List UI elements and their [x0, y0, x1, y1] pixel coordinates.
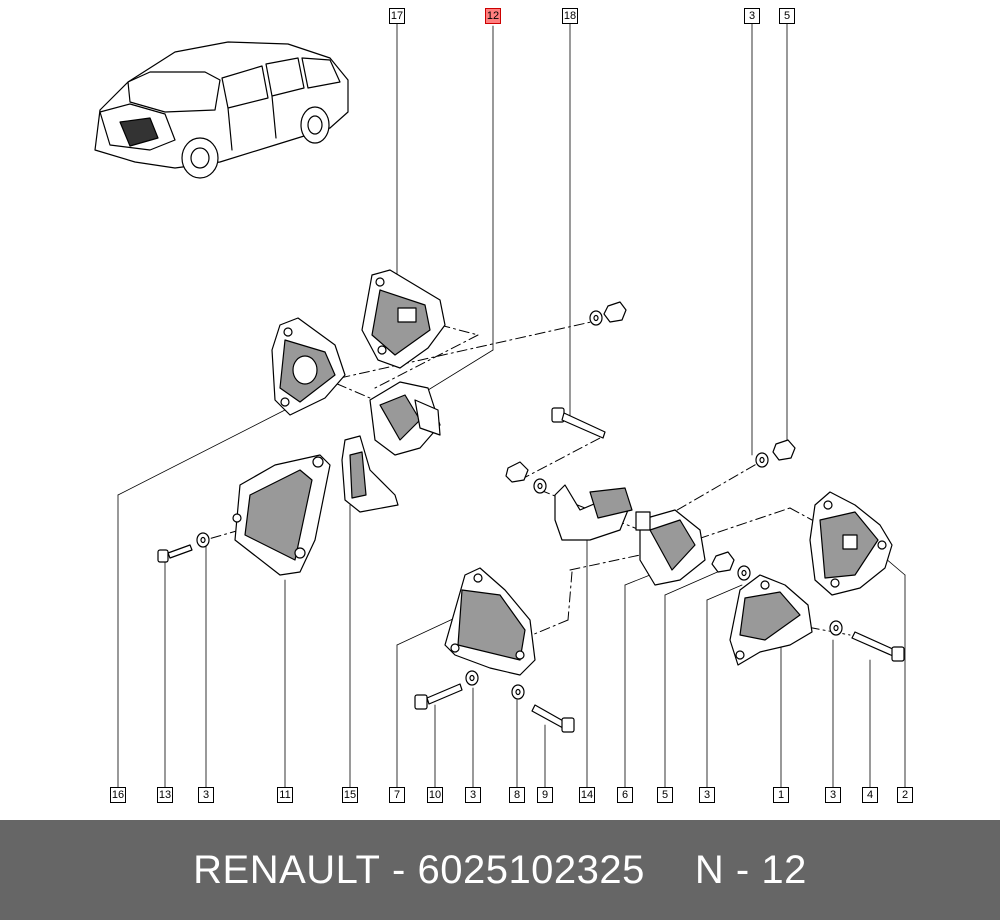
callout-bottom-12-part-5: 5: [657, 787, 673, 803]
part-10-bolt: [414, 683, 463, 710]
part-7-lower-center-bracket: [444, 567, 536, 676]
part-17-upper-bracket: [361, 269, 446, 369]
callout-bottom-13-part-3: 3: [699, 787, 715, 803]
part-13-bolt: [157, 544, 193, 563]
callout-bottom-1-part-13: 13: [157, 787, 173, 803]
part-11-lower-left-bracket: [232, 454, 331, 576]
footer-page-ref: N - 12: [694, 847, 807, 892]
footer-bar: RENAULT - 6025102325 N - 12: [0, 820, 1000, 920]
part-3-washer-left: [196, 532, 210, 548]
callout-top-4-part-5: 5: [779, 8, 795, 24]
callout-bottom-0-part-16: 16: [110, 787, 126, 803]
vehicle-illustration: [94, 41, 349, 179]
callout-bottom-9-part-9: 9: [537, 787, 553, 803]
callout-bottom-10-part-14: 14: [579, 787, 595, 803]
part-14-bracket: [554, 484, 633, 541]
part-16-left-bracket: [271, 317, 346, 416]
callout-bottom-8-part-8: 8: [509, 787, 525, 803]
part-5-3-nut-washer-lower: [711, 551, 751, 581]
part-3-washer-bottom: [465, 670, 479, 686]
nut-washer-middle: [505, 461, 547, 494]
callout-top-3-part-3: 3: [744, 8, 760, 24]
leader-lines-top: [396, 23, 788, 456]
callout-bottom-15-part-3: 3: [825, 787, 841, 803]
callout-bottom-17-part-2: 2: [897, 787, 913, 803]
part-6-gearbox-mount: [635, 509, 706, 586]
callout-bottom-16-part-4: 4: [862, 787, 878, 803]
part-18-bolt: [551, 407, 606, 439]
leader-lines-bottom: [117, 409, 906, 788]
nut-washer-upper: [589, 301, 627, 326]
callout-bottom-2-part-3: 3: [198, 787, 214, 803]
callout-bottom-11-part-6: 6: [617, 787, 633, 803]
part-4-bolt: [851, 631, 905, 662]
callout-bottom-4-part-15: 15: [342, 787, 358, 803]
part-12-engine-mount: [369, 381, 441, 456]
callout-bottom-14-part-1: 1: [773, 787, 789, 803]
footer-part-number: 6025102325: [417, 847, 645, 892]
callout-top-0-part-17: 17: [389, 8, 405, 24]
callout-top-1-part-12: 12: [485, 8, 501, 24]
part-3-washer-right: [829, 620, 843, 636]
footer-separator: -: [392, 847, 406, 892]
callout-bottom-6-part-10: 10: [427, 787, 443, 803]
part-1-lower-right-bracket: [729, 574, 813, 666]
part-2-right-bracket: [809, 491, 893, 596]
part-9-bolt: [531, 704, 575, 733]
exploded-parts-diagram: [94, 23, 906, 788]
callout-bottom-7-part-3: 3: [465, 787, 481, 803]
part-3-5-nut-washer: [755, 439, 796, 468]
part-8-washer: [511, 684, 525, 700]
callout-bottom-5-part-7: 7: [389, 787, 405, 803]
footer-brand: RENAULT: [193, 847, 381, 892]
part-15-strap: [341, 435, 399, 513]
callout-top-2-part-18: 18: [562, 8, 578, 24]
callout-bottom-3-part-11: 11: [277, 787, 293, 803]
